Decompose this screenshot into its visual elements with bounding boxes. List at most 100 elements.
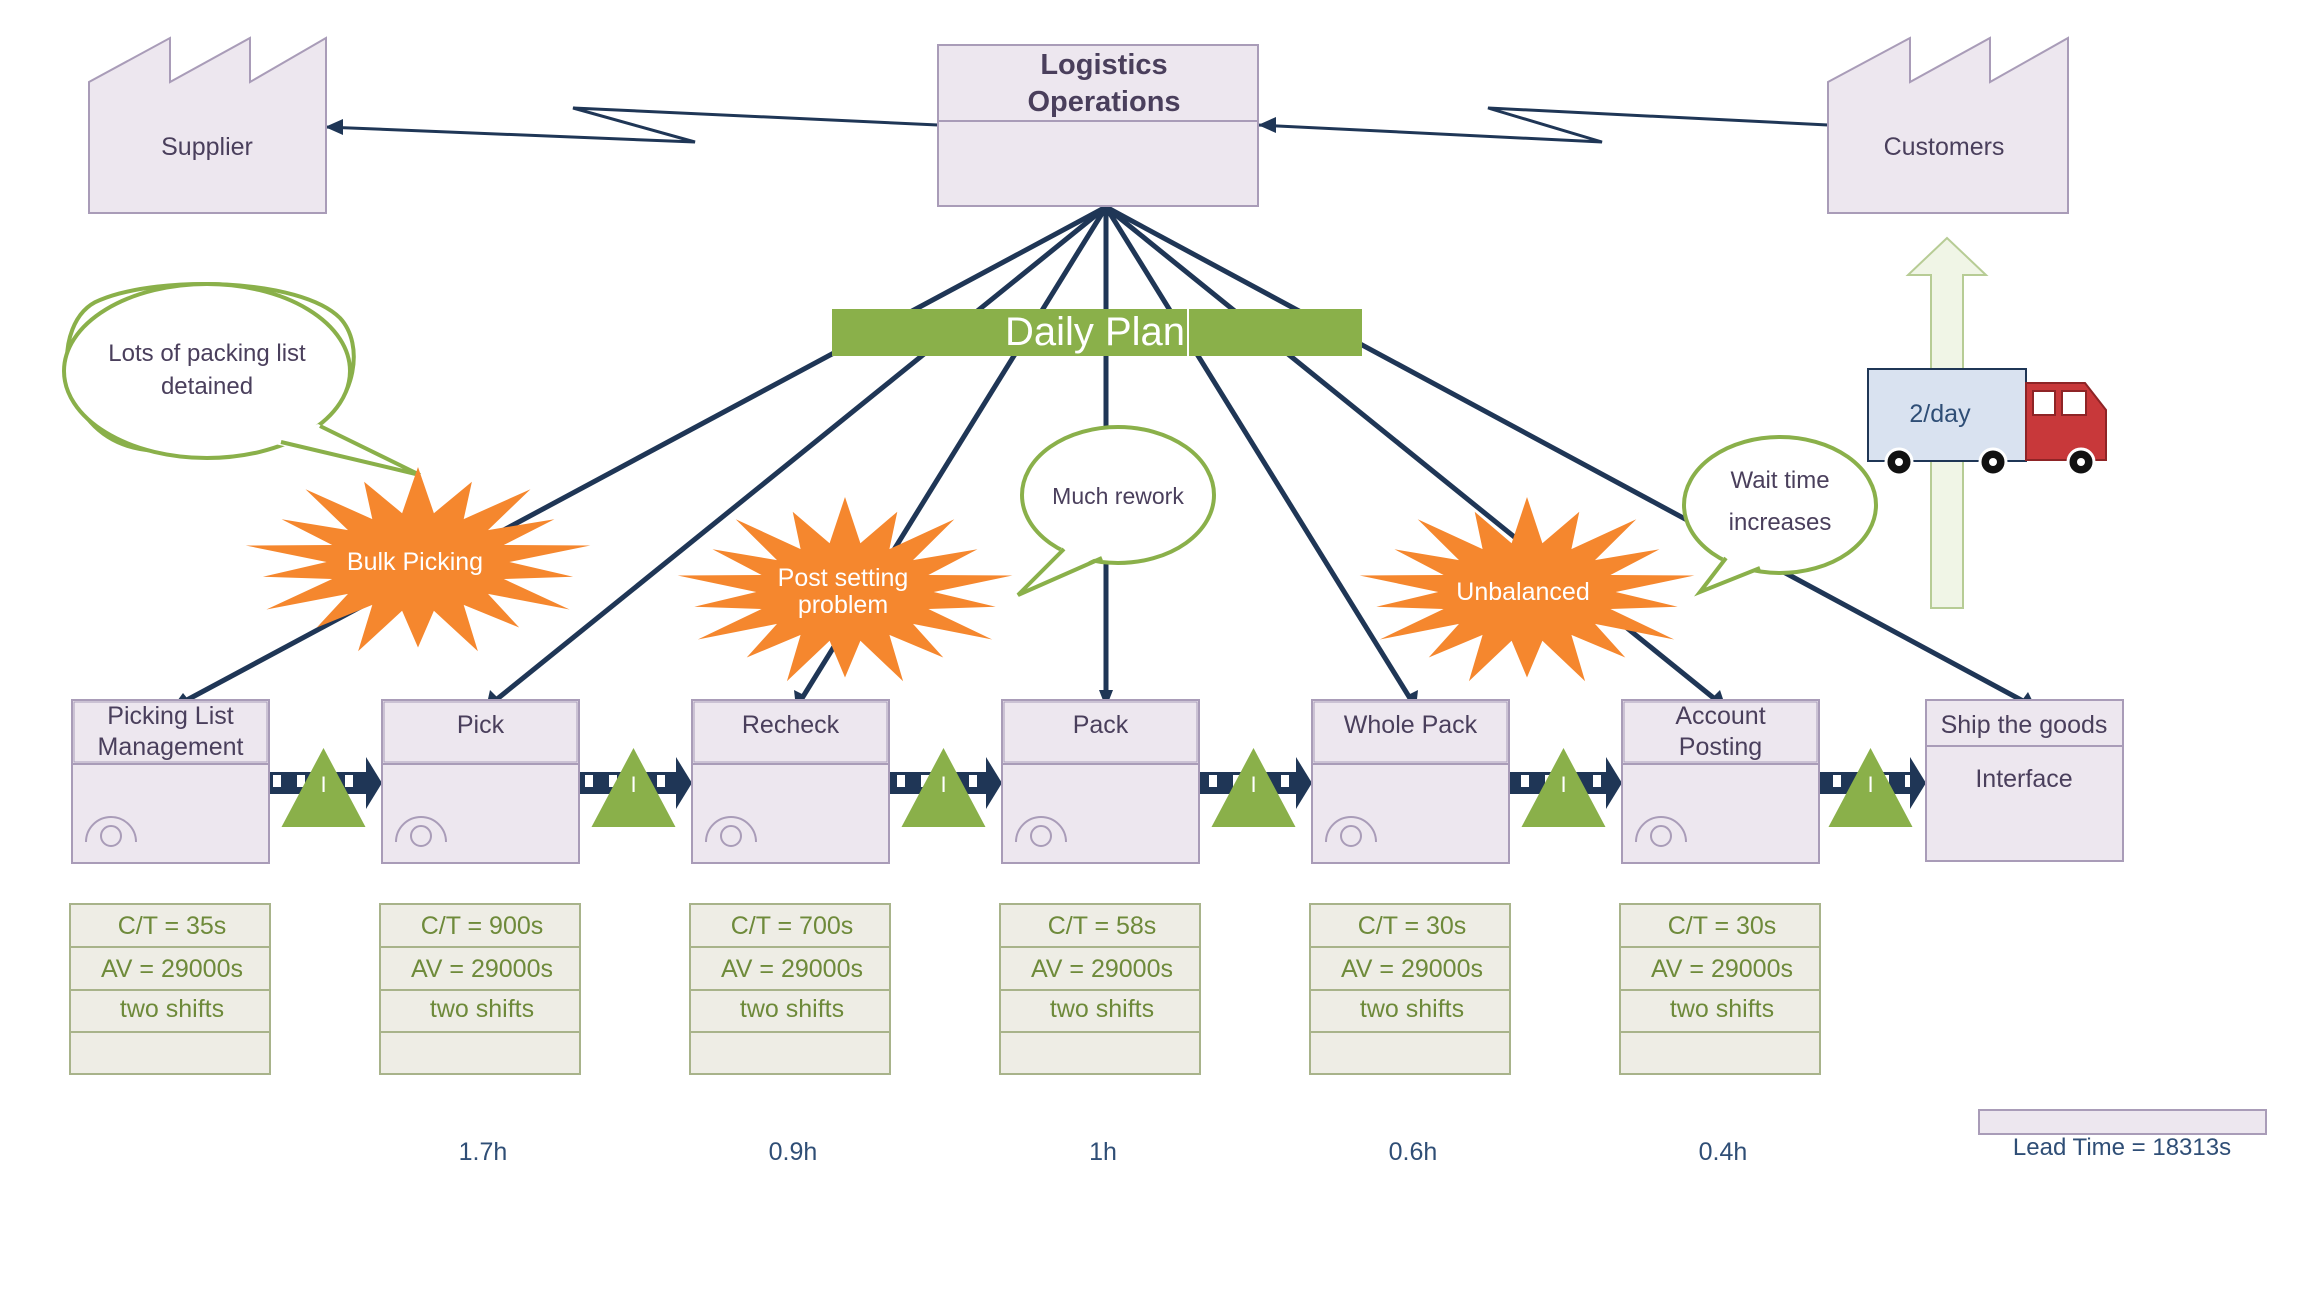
push-arrow-head [986,757,1002,809]
operator-head-icon [410,825,432,847]
process-box: Whole Pack [1311,699,1510,864]
process-box-frame [691,699,890,864]
kaizen-burst-unbalanced: Unbalanced [1359,497,1695,682]
process-name: Pack [1073,711,1129,739]
callout-much-rework-text: Much rework [1052,483,1184,509]
available-time: AV = 29000s [101,955,243,983]
shifts: two shifts [1050,995,1154,1023]
operator-icon [705,816,757,843]
inventory-triangle: I [901,748,986,827]
operator-icon [1635,816,1687,843]
available-time: AV = 29000s [411,955,553,983]
process-box: Pack [1001,699,1200,864]
push-arrow-head [676,757,692,809]
process-box-header [1003,701,1198,763]
process-name: Whole Pack [1344,711,1478,739]
truck-icon: 2/day [1867,368,2107,477]
shifts: two shifts [120,995,224,1023]
operator-head-icon [1030,825,1052,847]
process-box-header [1313,701,1508,763]
operator-head-icon [100,825,122,847]
control-line-picking [170,204,1108,711]
process-box: Pick [381,699,580,864]
ship-goods-label: Ship the goods [1941,711,2108,739]
lead-time-text: Lead Time = 18313s [2013,1134,2231,1161]
data-box: C/T = 58s AV = 29000s two shifts [999,903,1201,1075]
operator-icon [85,816,137,843]
inventory-triangle-shape [281,748,366,827]
inventory-triangle: I [1521,748,1606,827]
inventory-triangle: I [1828,748,1913,827]
process-box-frame [1001,699,1200,864]
process-box-header [1623,701,1818,763]
supplier-factory: Supplier [88,36,327,214]
shifts: two shifts [430,995,534,1023]
shifts: two shifts [1670,995,1774,1023]
inventory-triangle-shape [1211,748,1296,827]
inventory-triangle: I [591,748,676,827]
supplier-label: Supplier [161,133,253,161]
inventory-label: I [1867,772,1873,797]
burst-shape [1359,497,1695,682]
operator-icon [1015,816,1067,843]
operator-head-icon [720,825,742,847]
timeline-value: 0.6h [1389,1138,1438,1166]
control-lines [170,204,2038,711]
truck-frequency: 2/day [1909,400,1971,428]
timeline-value: 1h [1089,1138,1117,1166]
burst-unbalanced-text: Unbalanced [1456,578,1589,606]
control-line-whole-pack [1103,205,1419,710]
cycle-time: C/T = 58s [1048,912,1157,940]
process-box-header [383,701,578,763]
callout-much-rework: Much rework [1016,425,1216,597]
push-arrow-head [366,757,382,809]
inventory-triangle-shape [591,748,676,827]
daily-plan-bar: Daily Plan [832,309,1362,356]
process-name: Pick [457,711,505,739]
push-arrow-head [1606,757,1622,809]
operator-icon [395,816,447,843]
burst-shape [677,497,1013,682]
kaizen-burst-bulk-picking: Bulk Picking [245,467,591,652]
process-box-frame [1311,699,1510,864]
process-box-header [693,701,888,763]
push-arrow-head [1296,757,1312,809]
process-box-header [73,701,268,763]
daily-plan-label: Daily Plan [1005,310,1185,354]
timeline-value: 0.4h [1699,1138,1748,1166]
available-time: AV = 29000s [1341,955,1483,983]
process-name: Recheck [742,711,840,739]
process-box: Recheck [691,699,890,864]
inventory-triangle-shape [901,748,986,827]
cycle-time: C/T = 700s [731,912,854,940]
shifts: two shifts [740,995,844,1023]
burst-shape [245,467,591,652]
push-arrow-head [1910,757,1926,809]
customer-label: Customers [1884,133,2005,161]
available-time: AV = 29000s [1031,955,1173,983]
inventory-label: I [320,772,326,797]
control-line-pick [484,205,1108,710]
operator-head-icon [1340,825,1362,847]
inventory-triangle: I [281,748,366,827]
process-box-frame [71,699,270,864]
cycle-time: C/T = 30s [1358,912,1467,940]
control-line-ship [1104,204,2038,711]
customer-factory: Customers [1827,36,2069,214]
timeline-value: 0.9h [769,1138,818,1166]
